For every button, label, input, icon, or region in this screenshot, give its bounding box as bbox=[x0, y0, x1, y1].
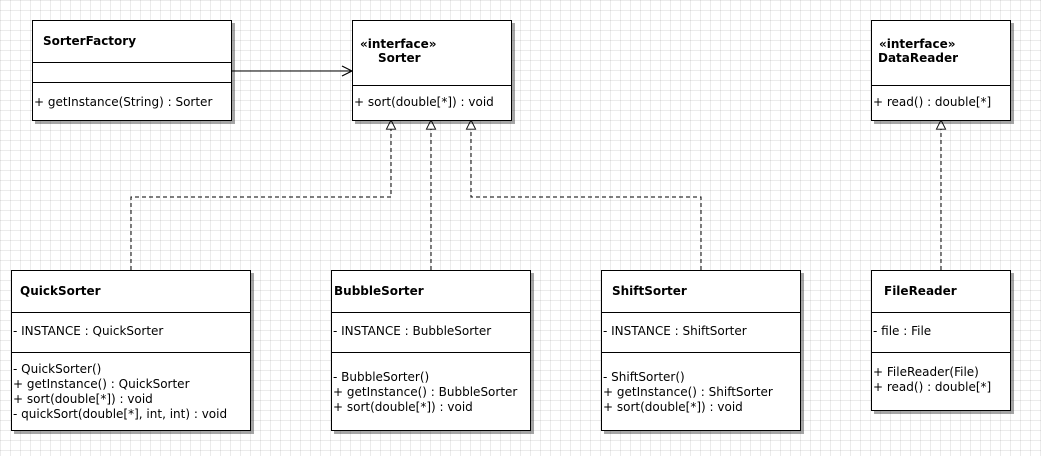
attributes-compartment: - INSTANCE : ShiftSorter bbox=[602, 312, 800, 352]
class-name-compartment: «interface» DataReader bbox=[872, 21, 1010, 85]
operation: + getInstance(String) : Sorter bbox=[34, 95, 213, 109]
class-shift-sorter[interactable]: ShiftSorter - INSTANCE : ShiftSorter - S… bbox=[601, 270, 801, 431]
attributes-compartment: - file : File bbox=[872, 312, 1010, 352]
attribute: - INSTANCE : BubbleSorter bbox=[333, 324, 492, 338]
attribute: - INSTANCE : QuickSorter bbox=[13, 324, 164, 338]
stereotype-label: «interface» bbox=[360, 37, 437, 51]
interface-sorter[interactable]: «interface» Sorter + sort(double[*]) : v… bbox=[352, 20, 512, 121]
interface-data-reader[interactable]: «interface» DataReader + read() : double… bbox=[871, 20, 1011, 121]
class-name: SorterFactory bbox=[43, 34, 137, 48]
class-name: BubbleSorter bbox=[334, 284, 424, 298]
class-name: ShiftSorter bbox=[612, 284, 687, 298]
operation: + read() : double[*] bbox=[873, 95, 992, 109]
attribute: - INSTANCE : ShiftSorter bbox=[603, 324, 747, 338]
class-name-compartment: BubbleSorter bbox=[332, 271, 530, 312]
class-quick-sorter[interactable]: QuickSorter - INSTANCE : QuickSorter - Q… bbox=[11, 270, 251, 431]
operations-compartment: + getInstance(String) : Sorter bbox=[33, 82, 231, 120]
operations-compartment: + read() : double[*] bbox=[872, 85, 1010, 120]
operation: + getInstance() : QuickSorter bbox=[13, 377, 190, 391]
class-name: QuickSorter bbox=[20, 284, 101, 298]
attributes-compartment: - INSTANCE : QuickSorter bbox=[12, 312, 250, 352]
class-name-compartment: ShiftSorter bbox=[602, 271, 800, 312]
operation: + read() : double[*] bbox=[873, 380, 992, 394]
class-name-compartment: «interface» Sorter bbox=[353, 21, 511, 85]
stereotype-label: «interface» bbox=[879, 37, 956, 51]
class-name: FileReader bbox=[884, 284, 957, 298]
operations-compartment: + sort(double[*]) : void bbox=[353, 85, 511, 120]
attribute: - file : File bbox=[873, 324, 932, 338]
operations-compartment: - QuickSorter() + getInstance() : QuickS… bbox=[12, 352, 250, 430]
operations-compartment: - ShiftSorter() + getInstance() : ShiftS… bbox=[602, 352, 800, 430]
class-name-compartment: SorterFactory bbox=[33, 21, 231, 62]
class-bubble-sorter[interactable]: BubbleSorter - INSTANCE : BubbleSorter -… bbox=[331, 270, 531, 431]
operation: - quickSort(double[*], int, int) : void bbox=[13, 407, 228, 421]
operation: - BubbleSorter() bbox=[333, 370, 430, 384]
operation: + sort(double[*]) : void bbox=[333, 400, 473, 414]
operation: + sort(double[*]) : void bbox=[603, 400, 743, 414]
realization-quicksorter-sorter bbox=[130, 120, 391, 270]
operation: + getInstance() : BubbleSorter bbox=[333, 385, 518, 399]
interface-name: Sorter bbox=[378, 51, 421, 65]
operations-compartment: + FileReader(File) + read() : double[*] bbox=[872, 352, 1010, 410]
operation: - ShiftSorter() bbox=[603, 370, 685, 384]
attributes-compartment bbox=[33, 62, 231, 82]
operation: + sort(double[*]) : void bbox=[13, 392, 153, 406]
class-name-compartment: FileReader bbox=[872, 271, 1010, 312]
interface-name: DataReader bbox=[878, 51, 959, 65]
operation: + sort(double[*]) : void bbox=[354, 95, 494, 109]
operation: + FileReader(File) bbox=[873, 365, 979, 379]
realization-shiftsorter-sorter bbox=[471, 120, 702, 270]
class-name-compartment: QuickSorter bbox=[12, 271, 250, 312]
class-file-reader[interactable]: FileReader - file : File + FileReader(Fi… bbox=[871, 270, 1011, 411]
operation: + getInstance() : ShiftSorter bbox=[603, 385, 773, 399]
operations-compartment: - BubbleSorter() + getInstance() : Bubbl… bbox=[332, 352, 530, 430]
class-sorter-factory[interactable]: SorterFactory + getInstance(String) : So… bbox=[32, 20, 232, 121]
attributes-compartment: - INSTANCE : BubbleSorter bbox=[332, 312, 530, 352]
operation: - QuickSorter() bbox=[13, 362, 102, 376]
